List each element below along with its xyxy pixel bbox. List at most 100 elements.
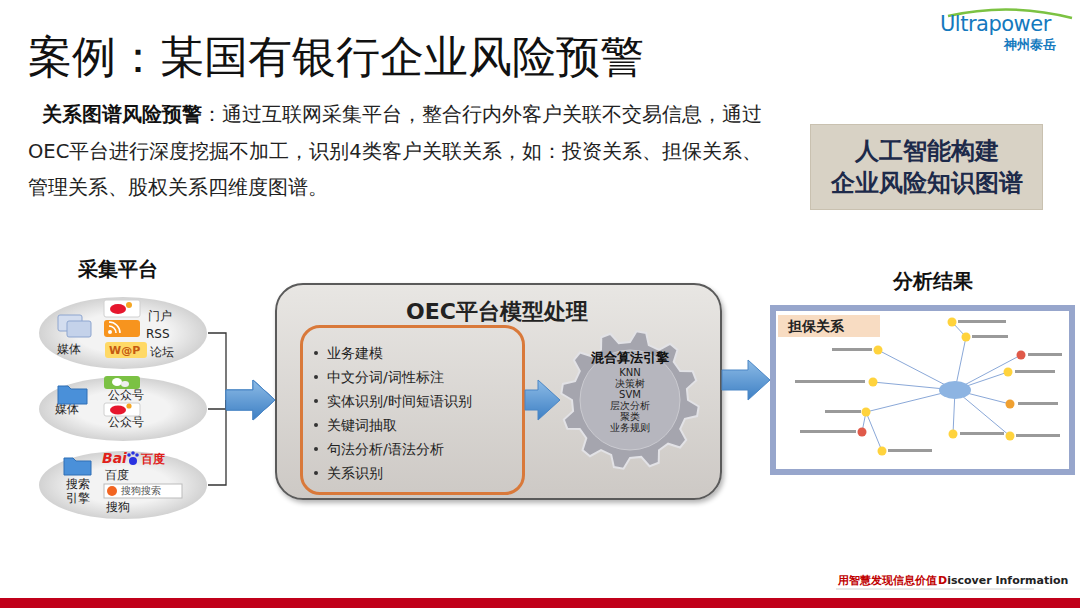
graph-link [955,390,1010,436]
process-step: 业务建模 [327,345,383,361]
tiny-text-bar [800,430,856,433]
rss-icon [109,322,120,333]
algorithm-name: KNN [560,367,700,378]
algorithm-name: 聚类 [560,411,700,422]
footer-band [0,598,1080,608]
channel-name: 百度 [105,468,129,482]
graph-tag: 担保关系 [778,315,880,337]
panel-heading: 分析结果 [893,269,973,293]
graph-node [1006,432,1015,441]
graph-links [862,322,1021,451]
channel-name: 搜狗 [106,500,130,514]
process-step: 关系识别 [327,465,383,481]
section-heading: 采集平台 [78,256,158,282]
platform-title: OEC平台模型处理 [387,299,607,325]
graph-link [873,382,955,390]
tiny-text-bar [1015,370,1055,373]
result-panel: 分析结果担保关系 [770,265,1075,475]
channel-name: RSS [146,327,170,341]
slide-title: 案例：某国有银行企业风险预警 [28,31,644,83]
folder-icon [58,386,87,404]
connector [525,380,560,420]
footer-slogan: 用智慧发现信息价值 [838,574,937,587]
connector [722,360,770,400]
weibo-icon [104,403,140,416]
block-arrow [226,380,275,420]
tiny-text-bar [1016,434,1060,437]
graph-node [869,378,878,387]
graph-link [955,337,966,390]
source-name: 媒体 [57,342,81,356]
sogou-logo [107,486,117,496]
graph-link [878,350,955,390]
description: 关系图谱风险预警：通过互联网采集平台，整合行内外客户关联不交易信息，通过OEC平… [28,97,780,207]
logo-text: 百度 [141,452,165,466]
baidu-paw [127,453,131,457]
tiny-text-bar [972,335,1008,338]
graph-link [955,390,1010,404]
weibo-icon [110,406,126,415]
bracket-line [208,400,226,485]
graph-tiny-text [795,320,1062,452]
graph-center [939,381,971,399]
tiny-text-bar [1018,402,1058,405]
graph-node [948,318,957,327]
footer-rule [836,589,1034,590]
bracket-line [208,333,226,400]
graph-link [955,355,1021,390]
tiny-text-bar [958,320,1006,323]
graph-node [1017,351,1026,360]
graph-link [862,412,866,432]
source-group: 媒体 门户 RSS 论坛 [38,296,208,370]
process-step: 句法分析/语法分析 [327,441,444,457]
media-icon [67,321,91,337]
algorithm-name: 业务规则 [560,422,700,433]
logo-text: 神州泰岳 [1004,37,1056,52]
graph-link [866,390,955,412]
sogou-logo [104,484,182,498]
block-arrow [525,380,560,420]
baidu-paw [129,457,137,465]
block-arrow [722,360,770,400]
algorithm-name: SVM [560,389,700,400]
engine-title: 混合算法引擎 [560,350,700,366]
graph-node [878,447,887,456]
channel-name: 公众号 [108,415,144,429]
channel-name: 门户 [148,309,172,323]
folder-icon [64,458,91,475]
tiny-text-bar [1028,353,1062,356]
group-ellipse [38,296,208,370]
graph-link [866,412,882,451]
graph-node [858,428,867,437]
highlight-box: 人工智能构建 企业风险知识图谱 [810,124,1043,210]
wechat-icon [121,381,129,387]
media-icon [58,315,82,331]
rss-icon [108,330,112,334]
baidu-paw [135,453,139,457]
group-ellipse-shape [39,297,207,369]
logo-text: 搜狗搜索 [121,485,161,497]
process-box: 业务建模中文分词/词性标注实体识别/时间短语识别关键词抽取句法分析/语法分析关系… [300,325,525,495]
graph-node [862,408,871,417]
graph-node [874,346,883,355]
weibo-icon [104,300,140,317]
channel-name: 公众号 [108,388,144,402]
tiny-text-bar [888,449,932,452]
tiny-text-bar [832,348,872,351]
source-group: 媒体公众号公众号 [38,376,208,442]
channel-name: 论坛 [150,345,174,359]
graph-node [1006,400,1015,409]
wechat-icon [112,378,122,386]
graph-nodes [858,318,1026,456]
wap-icon [105,342,147,358]
weibo-icon [110,304,126,314]
bracket-line [208,400,226,409]
footer-slogan: Discover Information [938,574,1068,587]
algorithm-name: 决策树 [560,378,700,389]
engine-gear: 混合算法引擎KNN决策树SVM层次分析聚类业务规则 [560,330,700,470]
group-ellipse-shape [39,377,207,441]
algorithm-name: 层次分析 [560,400,700,411]
description-lead: 关系图谱风险预警 [42,103,202,126]
